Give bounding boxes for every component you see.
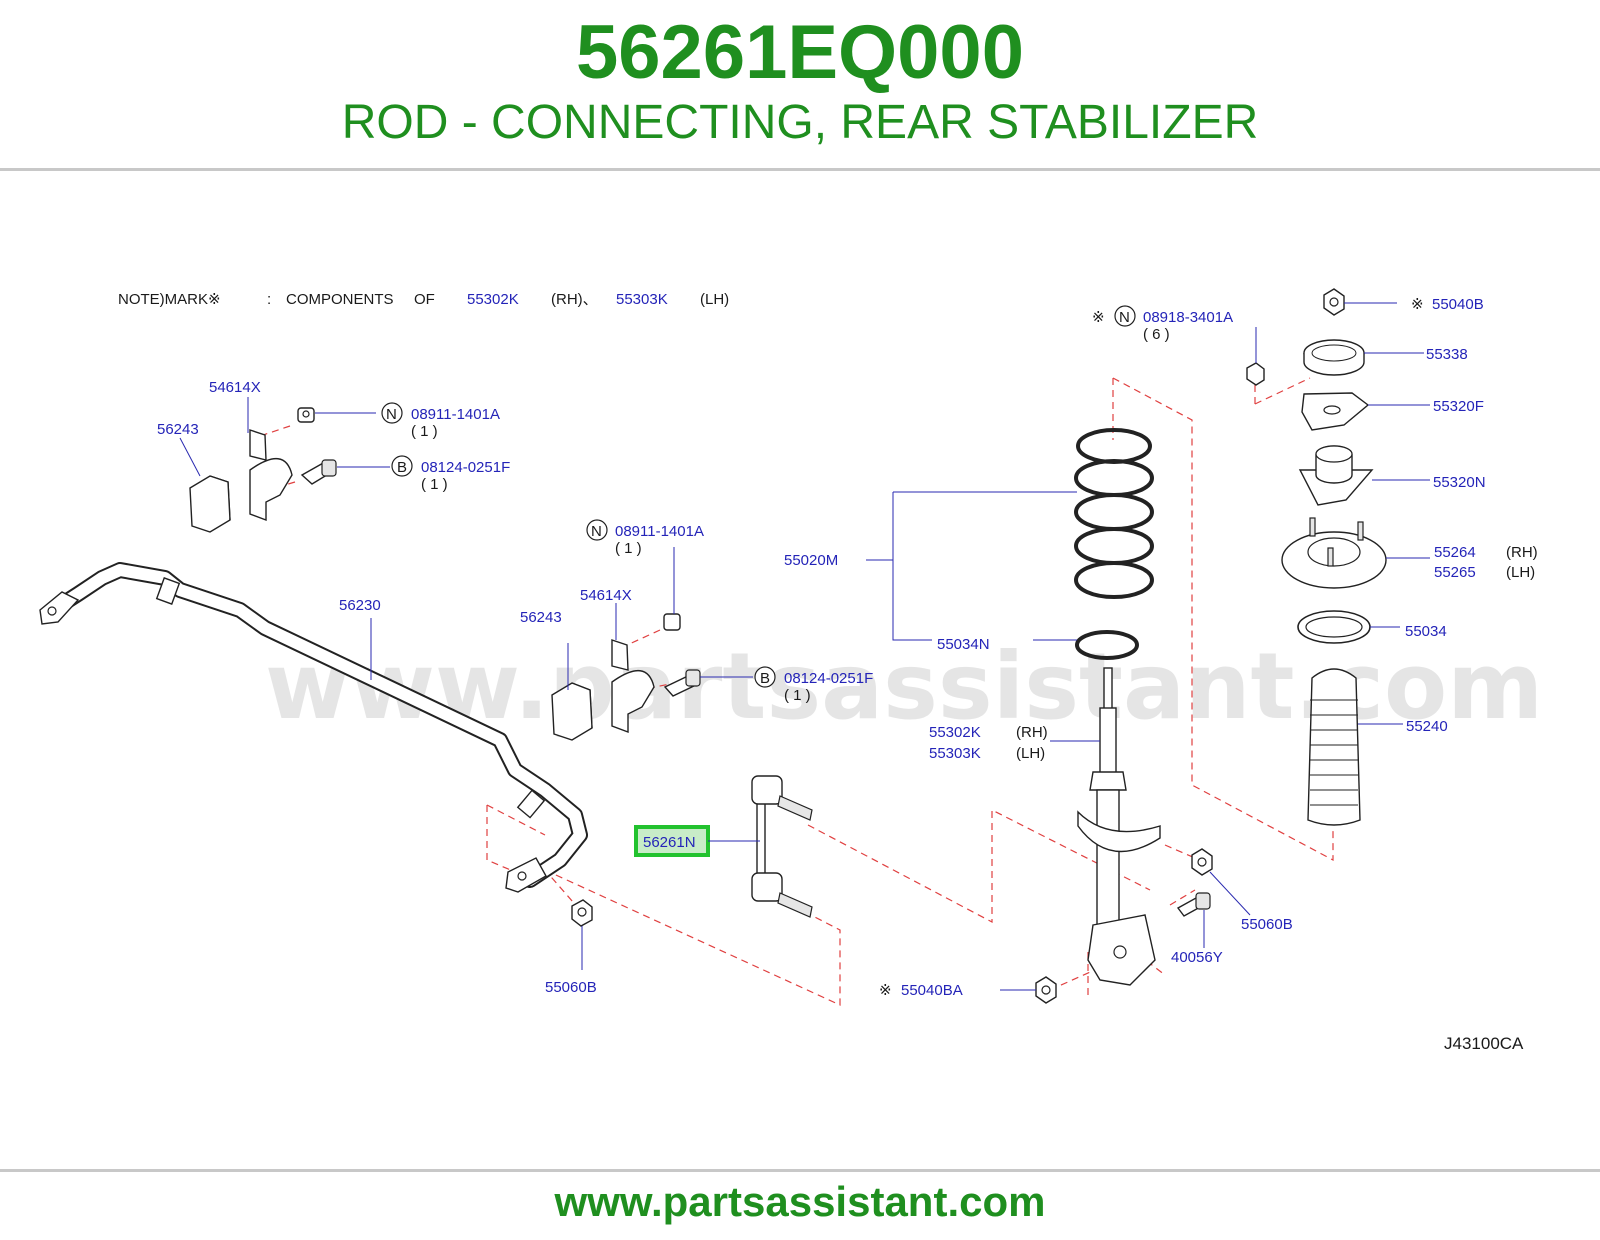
label-08124-a-qty: ( 1 ) [421, 476, 448, 493]
label-55020m[interactable]: 55020M [784, 552, 838, 569]
label-55338[interactable]: 55338 [1426, 346, 1468, 363]
label-55040b[interactable]: 55040B [1432, 296, 1484, 313]
connecting-rod-56261n[interactable] [751, 775, 813, 918]
label-55302k[interactable]: 55302K [929, 724, 981, 741]
part-number: 56261EQ000 [576, 10, 1024, 95]
label-55240[interactable]: 55240 [1406, 718, 1448, 735]
note-prefix: NOTE)MARK※ [118, 291, 221, 308]
note-components: COMPONENTS [286, 291, 394, 308]
note-part-b[interactable]: 55303K [616, 291, 668, 308]
label-56243-a[interactable]: 56243 [157, 421, 199, 438]
label-55264-side: (RH) [1506, 544, 1538, 561]
note-part-a-side: (RH)、 [551, 291, 598, 308]
leader-lines-upper [179, 397, 390, 477]
header-divider [0, 168, 1600, 171]
label-55320f[interactable]: 55320F [1433, 398, 1484, 415]
label-55060b-lower[interactable]: 55060B [545, 979, 597, 996]
circle-b-b-letter: B [760, 670, 770, 687]
assembly-lines [257, 377, 1334, 1006]
circle-n-a-letter: N [386, 406, 397, 423]
label-56230[interactable]: 56230 [339, 597, 381, 614]
leader-lines-middle [370, 547, 753, 690]
nut-55040ba[interactable] [1035, 976, 1057, 1004]
note-colon: : [267, 291, 271, 308]
label-40056y[interactable]: 40056Y [1171, 949, 1223, 966]
label-55302k-side: (RH) [1016, 724, 1048, 741]
mount-55264[interactable] [1281, 517, 1387, 589]
ref-mark-55040ba: ※ [879, 982, 892, 999]
circle-n-c [1114, 305, 1136, 327]
label-55040ba[interactable]: 55040BA [901, 982, 963, 999]
label-08911-a-qty: ( 1 ) [411, 423, 438, 440]
label-55320n[interactable]: 55320N [1433, 474, 1486, 491]
circle-b-a [391, 455, 413, 477]
bolt-40056y[interactable] [1176, 892, 1211, 917]
ref-mark-55040b: ※ [1411, 296, 1424, 313]
note-line: NOTE)MARK※ : COMPONENTS OF 55302K (RH)、 … [118, 291, 729, 308]
insulator-55320n[interactable] [1298, 445, 1374, 506]
coil-spring[interactable] [1074, 428, 1154, 599]
label-54614x-b[interactable]: 54614X [580, 587, 632, 604]
label-55303k-side: (LH) [1016, 745, 1045, 762]
part-labels: 54614X 56243 N 08911-1401A ( 1 ) B 08124… [157, 296, 1538, 1053]
label-55060b-upper[interactable]: 55060B [1241, 916, 1293, 933]
stabilizer-bar[interactable] [39, 562, 588, 893]
label-55034n[interactable]: 55034N [937, 636, 990, 653]
circle-n-c-letter: N [1119, 309, 1130, 326]
page-header: 56261EQ000 ROD - CONNECTING, REAR STABIL… [0, 0, 1600, 170]
spring-seat[interactable] [1075, 630, 1139, 660]
label-56261n[interactable]: 56261N [643, 834, 696, 851]
label-08911-b[interactable]: 08911-1401A [615, 523, 704, 540]
circle-n-b [586, 519, 608, 541]
bushing-bracket-upper[interactable] [189, 407, 337, 533]
note-part-b-side: (LH) [700, 291, 729, 308]
footer-url[interactable]: www.partsassistant.com [554, 1178, 1046, 1225]
leader-lines-spring [866, 491, 1077, 641]
label-08124-a[interactable]: 08124-0251F [421, 459, 510, 476]
label-08911-b-qty: ( 1 ) [615, 540, 642, 557]
label-54614x-a[interactable]: 54614X [209, 379, 261, 396]
bearing-55338[interactable] [1303, 339, 1365, 376]
label-08911-a[interactable]: 08911-1401A [411, 406, 500, 423]
note-part-a[interactable]: 55302K [467, 291, 519, 308]
nut-08918[interactable] [1246, 362, 1265, 386]
label-55265-side: (LH) [1506, 564, 1535, 581]
strut-assembly[interactable] [1077, 667, 1161, 986]
diagram-code: J43100CA [1444, 1034, 1524, 1053]
label-08918[interactable]: 08918-3401A [1143, 309, 1233, 326]
circle-b-b [754, 666, 776, 688]
parts-diagram: www.partsassistant.com NOTE)MARK※ : COMP… [39, 288, 1543, 1053]
label-08124-b[interactable]: 08124-0251F [784, 670, 873, 687]
circle-n-a [381, 402, 403, 424]
note-of: OF [414, 291, 435, 308]
bushing-bracket-middle[interactable] [551, 613, 701, 741]
circle-n-b-letter: N [591, 523, 602, 540]
part-title: ROD - CONNECTING, REAR STABILIZER [341, 96, 1259, 149]
boot-55240[interactable] [1307, 668, 1361, 826]
label-55303k[interactable]: 55303K [929, 745, 981, 762]
label-55264[interactable]: 55264 [1434, 544, 1476, 561]
label-08124-b-qty: ( 1 ) [784, 687, 811, 704]
bumper-seat-55034[interactable] [1297, 610, 1371, 644]
ref-mark-08918: ※ [1092, 309, 1105, 326]
footer-divider [0, 1169, 1600, 1172]
plate-55320f[interactable] [1301, 392, 1370, 431]
nut-55040b[interactable] [1323, 288, 1345, 316]
label-55034[interactable]: 55034 [1405, 623, 1447, 640]
label-08918-qty: ( 6 ) [1143, 326, 1170, 343]
leader-55060b-upper [1209, 871, 1251, 916]
nut-55060b-lower[interactable] [571, 899, 593, 927]
nut-55060b-upper[interactable] [1191, 848, 1213, 876]
label-56243-b[interactable]: 56243 [520, 609, 562, 626]
label-55265[interactable]: 55265 [1434, 564, 1476, 581]
circle-b-a-letter: B [397, 459, 407, 476]
